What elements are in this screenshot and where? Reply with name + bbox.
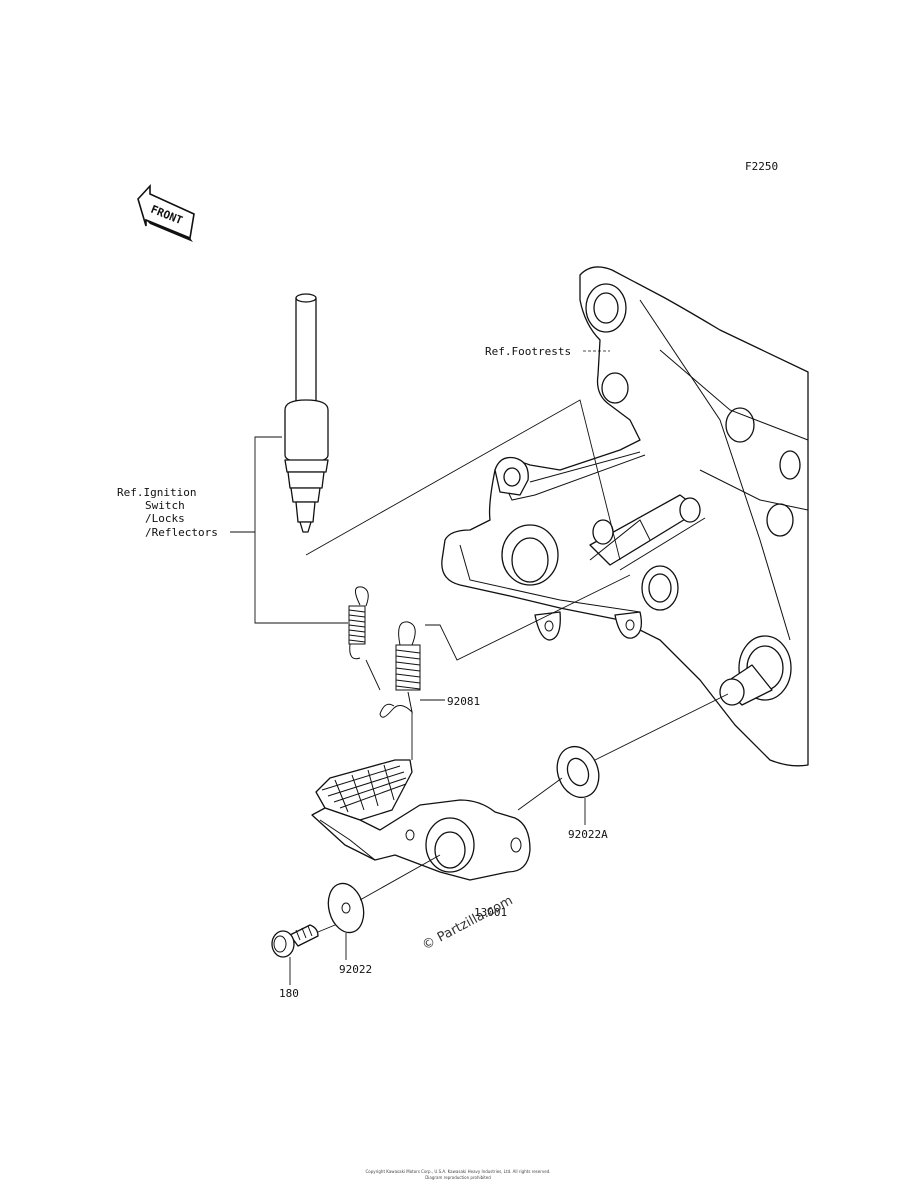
- leader-lines: [230, 350, 729, 985]
- return-spring-92081: [379, 621, 421, 718]
- figure-code: F2250: [745, 160, 778, 173]
- brake-light-switch: [284, 293, 329, 533]
- label-part-180: 180: [279, 987, 299, 1000]
- label-ref-ignition-3: /Locks: [145, 512, 185, 525]
- label-ref-ignition-4: /Reflectors: [145, 526, 218, 539]
- washer-92022: [327, 882, 365, 934]
- label-ref-footrests: Ref.Footrests: [485, 345, 571, 358]
- watermark: © Partzilla.com: [420, 893, 516, 953]
- brake-pedal: [311, 759, 531, 881]
- footrest-bracket: [441, 266, 809, 767]
- label-part-92022: 92022: [339, 963, 372, 976]
- bolt-180: [271, 924, 319, 958]
- footer-copyright-1: Copyright Kawasaki Motors Corp., U.S.A. …: [365, 1169, 550, 1174]
- front-arrow-icon: FRONT: [137, 183, 195, 242]
- label-part-92081: 92081: [447, 695, 480, 708]
- label-part-13001: 13001: [474, 906, 507, 919]
- washer-92022A: [556, 745, 600, 799]
- footer-copyright-2: Diagram reproduction prohibited: [425, 1175, 491, 1180]
- label-ref-ignition-1: Ref.Ignition: [117, 486, 196, 499]
- label-part-92022A: 92022A: [568, 828, 608, 841]
- switch-spring: [348, 586, 369, 660]
- label-ref-ignition-2: Switch: [145, 499, 185, 512]
